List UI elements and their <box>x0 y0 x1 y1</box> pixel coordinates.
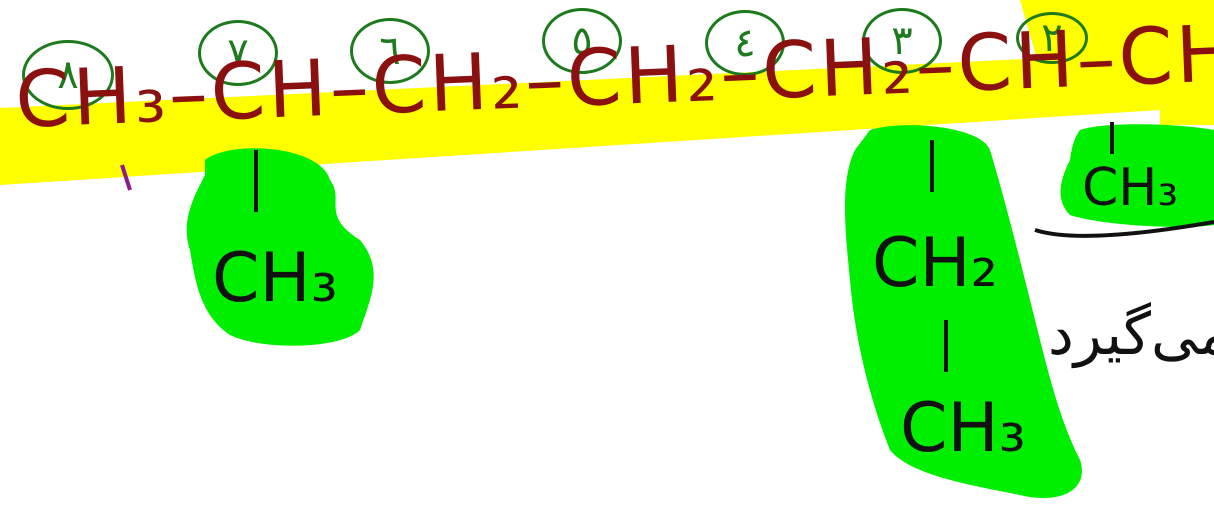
left-branch-methyl: CH₃ <box>212 239 338 318</box>
left-branch-bond <box>254 150 258 212</box>
middle-branch-ch2: CH₂ <box>872 224 998 303</box>
right-branch-highlight <box>1060 124 1214 227</box>
carbon-number-7: ٧ <box>198 20 278 86</box>
carbon-number-6: ٦ <box>350 18 430 84</box>
middle-branch-bond-upper <box>930 140 934 192</box>
carbon-number-8: ٨ <box>22 40 114 110</box>
handwritten-note: می‌گیرد <box>1048 300 1214 368</box>
main-chain-highlight <box>0 50 1214 185</box>
middle-branch-bond-lower <box>944 320 948 372</box>
left-branch-highlight <box>186 148 374 346</box>
carbon-number-2: ٢ <box>1016 12 1088 64</box>
carbon-number-4: ٤ <box>705 10 785 76</box>
purple-tick <box>120 164 132 191</box>
middle-branch-highlight <box>845 125 1082 499</box>
middle-branch-ch3: CH₃ <box>900 389 1026 468</box>
right-branch-methyl: CH₃ <box>1082 158 1179 218</box>
carbon-number-5: ٥ <box>542 8 622 74</box>
carbon-number-3: ٣ <box>862 8 942 74</box>
right-branch-bond <box>1110 122 1114 154</box>
underline-stroke <box>1034 220 1214 238</box>
